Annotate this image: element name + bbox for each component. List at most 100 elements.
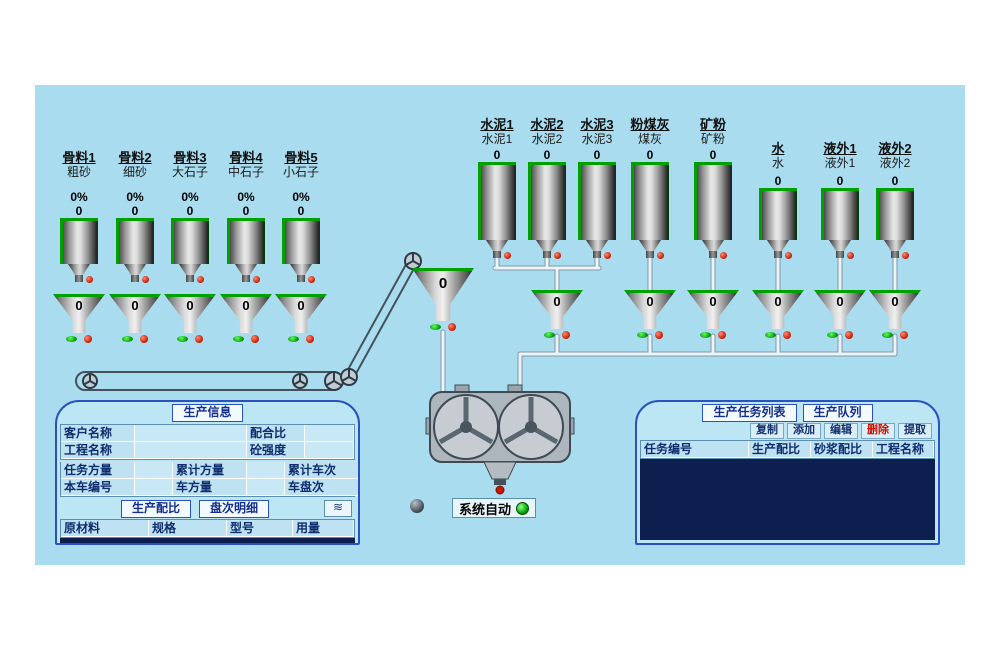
add-button[interactable]: 添加	[787, 423, 821, 439]
aggregate-unit-5: 骨料5 小石子 0% 0	[273, 150, 329, 285]
silo-value: 0	[646, 148, 654, 162]
valve-indicator-green	[122, 336, 133, 342]
silo-valve	[812, 251, 868, 261]
cement-scale: 0	[531, 290, 583, 341]
collapse-icon[interactable]: ≋	[324, 500, 352, 517]
silo-label: 矿粉	[699, 117, 726, 132]
production-info-title: 生产信息	[172, 404, 243, 422]
hopper-value: 0	[836, 294, 844, 309]
valve-indicator-red	[718, 331, 726, 339]
mineral-powder-silo: 矿粉 矿粉 0	[685, 117, 741, 261]
hopper-value: 0	[242, 298, 250, 313]
silo-sublabel: 液外2	[879, 156, 911, 170]
tab-production-queue[interactable]: 生产队列	[802, 404, 873, 422]
label-total-trips: 累计车次	[285, 462, 358, 479]
hopper-valve	[531, 330, 583, 341]
silo-discharge-cone	[486, 240, 508, 251]
cement-silo-3: 水泥3 水泥3 0	[569, 117, 625, 261]
valve-indicator-red	[142, 276, 149, 283]
hopper-value: 0	[75, 298, 83, 313]
silo-percent: 0%	[70, 190, 88, 204]
value-total-volume	[247, 462, 285, 479]
ratio-table-header: 原材料 规格 型号 用量	[60, 519, 355, 538]
system-mode-label: 系统自动	[459, 501, 512, 517]
hopper-graphic: 0	[869, 290, 921, 329]
edit-button[interactable]: 编辑	[824, 423, 858, 439]
hopper-valve	[275, 334, 327, 345]
valve-indicator-red	[847, 252, 854, 259]
label-project: 工程名称	[61, 442, 135, 459]
silo-percent: 0%	[237, 190, 255, 204]
valve-indicator-red	[308, 276, 315, 283]
hopper-valve	[814, 330, 866, 341]
valve-indicator-red	[554, 252, 561, 259]
hopper-valve	[220, 334, 272, 345]
extract-button[interactable]: 提取	[898, 423, 932, 439]
aggregate-unit-1: 骨料1 粗砂 0% 0	[51, 150, 107, 285]
hopper-graphic: 0	[164, 294, 216, 333]
task-list-area[interactable]	[640, 459, 935, 540]
hopper-valve	[164, 334, 216, 345]
silo-graphic	[759, 188, 797, 240]
tab-task-list[interactable]: 生产任务列表	[702, 404, 797, 422]
value-task-volume	[135, 462, 173, 479]
valve-indicator-red	[251, 335, 259, 343]
valve-indicator-red	[845, 331, 853, 339]
silo-sublabel: 粗砂	[66, 165, 91, 179]
silo-label: 水泥2	[530, 117, 564, 132]
value-strength	[305, 442, 354, 459]
hopper-value: 0	[131, 298, 139, 313]
hopper-valve	[412, 322, 474, 333]
tab-production-ratio[interactable]: 生产配比	[121, 499, 192, 518]
col-prod-ratio: 生产配比	[749, 441, 811, 458]
hopper-value: 0	[709, 294, 717, 309]
silo-label: 水泥1	[480, 117, 514, 132]
delete-button[interactable]: 删除	[861, 423, 895, 439]
aggregate-weigh-hopper-2: 0	[109, 294, 161, 345]
valve-indicator-green	[430, 324, 441, 330]
discharge-valve-icon[interactable]	[410, 499, 424, 513]
col-mortar-ratio: 砂浆配比	[811, 441, 873, 458]
silo-value: 0	[543, 148, 551, 162]
hopper-graphic: 0	[275, 294, 327, 333]
admixture-tank-2: 液外2 液外2 0	[867, 141, 923, 261]
silo-sublabel: 水泥1	[481, 132, 513, 146]
col-material: 原材料	[61, 520, 149, 537]
silo-graphic	[631, 162, 669, 240]
mineral-scale: 0	[687, 290, 739, 341]
silo-label: 骨料5	[284, 150, 318, 165]
silo-graphic	[116, 218, 154, 264]
system-mode-indicator[interactable]: 系统自动	[452, 498, 537, 518]
task-toolbar: 复制 添加 编辑 删除 提取	[640, 423, 932, 439]
hopper-graphic: 0	[220, 294, 272, 333]
silo-valve	[867, 251, 923, 261]
silo-discharge-cone	[536, 240, 558, 251]
valve-indicator-red	[785, 252, 792, 259]
valve-indicator-red	[448, 323, 456, 331]
valve-indicator-red	[900, 331, 908, 339]
tab-batch-detail[interactable]: 盘次明细	[199, 499, 270, 518]
silo-discharge-cone	[179, 264, 201, 275]
silo-sublabel: 水泥2	[531, 132, 563, 146]
silo-valve	[273, 275, 329, 285]
silo-value: 0	[242, 204, 250, 218]
silo-value: 0	[75, 204, 83, 218]
hopper-graphic: 0	[53, 294, 105, 333]
hopper-graphic: 0	[109, 294, 161, 333]
label-truck-batches: 车盘次	[285, 479, 358, 496]
label-customer: 客户名称	[61, 425, 135, 442]
valve-indicator-green	[637, 332, 648, 338]
flyash-silo: 粉煤灰 煤灰 0	[622, 117, 678, 261]
silo-sublabel: 小石子	[282, 165, 319, 179]
hopper-valve	[109, 334, 161, 345]
silo-graphic	[227, 218, 265, 264]
silo-label: 粉煤灰	[630, 117, 670, 132]
col-model: 型号	[227, 520, 293, 537]
valve-indicator-red	[655, 331, 663, 339]
valve-indicator-red	[253, 276, 260, 283]
valve-indicator-red	[306, 335, 314, 343]
silo-sublabel: 水	[771, 156, 784, 170]
ratio-list-area[interactable]	[60, 538, 355, 543]
copy-button[interactable]: 复制	[750, 423, 784, 439]
aggregate-weigh-hopper-1: 0	[53, 294, 105, 345]
